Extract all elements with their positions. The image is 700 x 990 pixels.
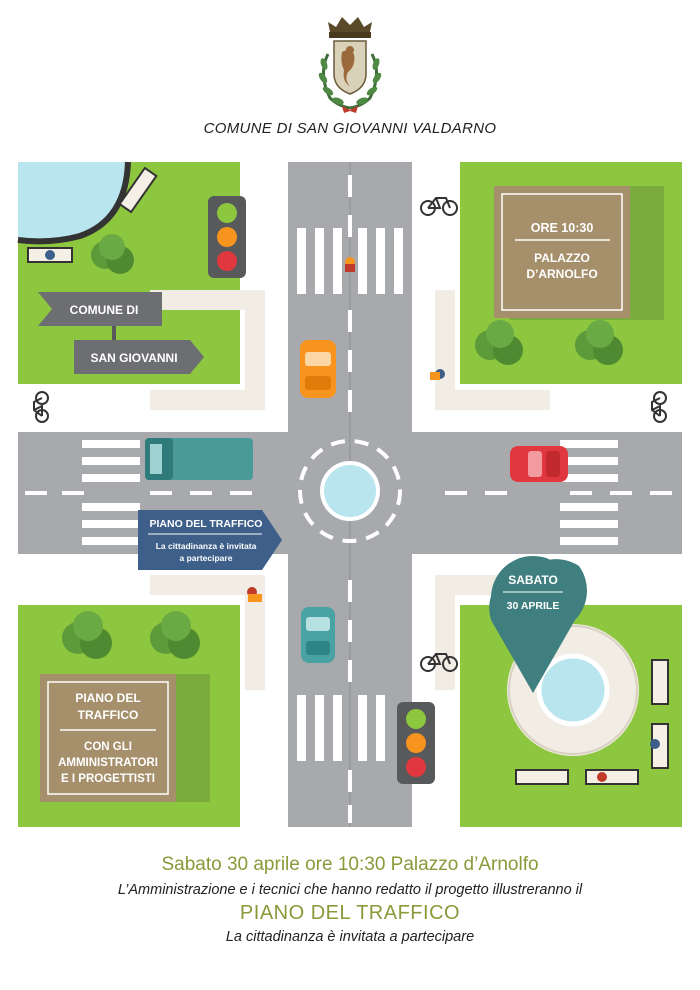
roundabout-ring [298, 439, 402, 543]
bicycle-icon [420, 197, 458, 216]
pedestrian-top [345, 257, 355, 272]
arrow-sign-sub1: La cittadinanza è invitata [156, 541, 257, 551]
pedestrian-left [247, 587, 262, 602]
sign-palazzo-line1: PALAZZO [534, 251, 590, 265]
piano-board [40, 674, 210, 802]
arrow-sign-title: PIANO DEL TRAFFICO [150, 518, 263, 530]
event-headline: PIANO DEL TRAFFICO [239, 902, 461, 924]
trees [62, 234, 623, 659]
event-footer: Sabato 30 aprile ore 10:30 Palazzo d’Arn… [0, 848, 700, 945]
board-line3: CON GLI [84, 741, 132, 753]
sign-comune-line1: COMUNE DI [70, 303, 139, 317]
board-line5: E I PROGETTISTI [61, 773, 155, 785]
intersection-illustration: COMUNE DI SAN GIOVANNI ORE 10:30 PALAZZO… [17, 161, 682, 827]
bicycle-icon [651, 391, 667, 423]
pin-line1: SABATO [508, 573, 558, 587]
car-teal [301, 607, 335, 663]
bicycle-icon [420, 653, 458, 672]
palazzo-board [494, 186, 664, 320]
bicycle-icon [33, 391, 49, 423]
event-invite: La cittadinanza è invitata a partecipare [225, 929, 475, 945]
traffic-light-bottom [397, 702, 435, 784]
board-line1: PIANO DEL [75, 691, 140, 705]
pin-line2: 30 APRILE [507, 600, 560, 612]
sign-palazzo-line2: D’ARNOLFO [526, 267, 597, 281]
event-date-line: Sabato 30 aprile ore 10:30 Palazzo d’Arn… [161, 854, 539, 875]
piano-arrow-sign [138, 510, 282, 570]
direction-sign-comune [38, 292, 204, 374]
location-pin [489, 556, 587, 693]
traffic-light-top [208, 196, 246, 278]
roundabout-fountain [320, 461, 380, 521]
sign-ore: ORE 10:30 [531, 221, 594, 235]
pedestrian-right [430, 369, 445, 380]
board-line4: AMMINISTRATORI [58, 757, 158, 769]
event-description: L’Amministrazione e i tecnici che hanno … [117, 882, 583, 898]
arrow-sign-sub2: a partecipare [180, 553, 233, 563]
coat-of-arms-logo [318, 17, 382, 113]
organization-title: COMUNE DI SAN GIOVANNI VALDARNO [203, 120, 497, 137]
plaza-fountain [536, 653, 610, 727]
board-line2: TRAFFICO [78, 708, 139, 722]
car-red [510, 446, 568, 482]
sign-comune-line2: SAN GIOVANNI [90, 351, 177, 365]
car-orange [300, 340, 336, 398]
truck-teal [145, 438, 253, 480]
